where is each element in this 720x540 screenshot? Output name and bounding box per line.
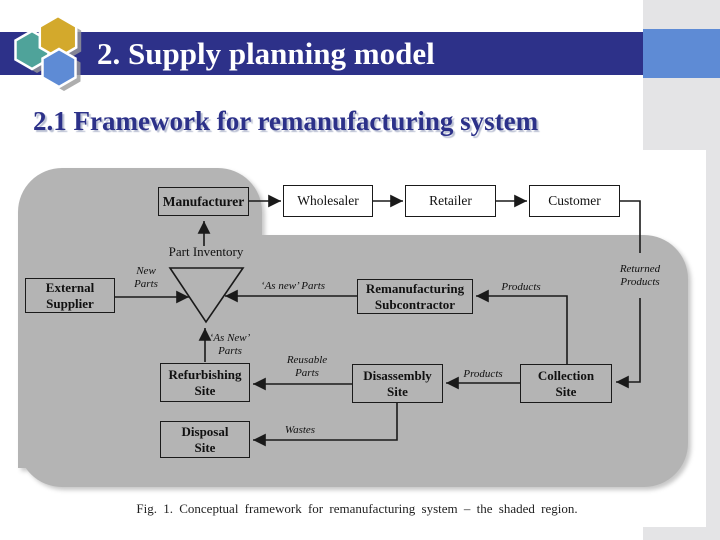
shaded-region-body bbox=[18, 235, 688, 487]
figure-image: Manufacturer Wholesaler Retailer Custome… bbox=[8, 150, 706, 527]
node-refurbishing-site: Refurbishing Site bbox=[160, 363, 250, 402]
label-part-inventory: Part Inventory bbox=[168, 244, 244, 259]
shaded-region bbox=[8, 150, 706, 527]
node-customer: Customer bbox=[529, 185, 620, 217]
flow-arrows bbox=[115, 194, 641, 447]
node-wholesaler: Wholesaler bbox=[283, 185, 373, 217]
label-products-to-disassembly: Products bbox=[463, 368, 503, 380]
accent-square bbox=[643, 29, 720, 78]
slide-subtitle: 2.1 Framework for remanufacturing system bbox=[33, 106, 539, 136]
label-reusable-parts: Reusable Parts bbox=[286, 354, 328, 379]
node-disassembly-site: Disassembly Site bbox=[352, 364, 443, 403]
blue-hexagon-icon bbox=[41, 47, 77, 89]
node-retailer: Retailer bbox=[405, 185, 496, 217]
figure-caption: Fig. 1. Conceptual framework for remanuf… bbox=[136, 501, 578, 516]
node-collection-site: Collection Site bbox=[520, 364, 612, 403]
label-returned-products: Returned Products bbox=[619, 263, 661, 288]
inventory-triangle-icon bbox=[168, 267, 245, 324]
title-bar bbox=[0, 32, 643, 75]
label-products-to-remanufacturing: Products bbox=[501, 281, 541, 293]
node-disposal-site: Disposal Site bbox=[160, 421, 250, 458]
label-as-new-parts-up: ‘As New’ Parts bbox=[209, 332, 251, 357]
node-manufacturer: Manufacturer bbox=[158, 187, 249, 216]
hexagon-logo-icon bbox=[14, 14, 82, 91]
label-wastes: Wastes bbox=[284, 424, 316, 436]
node-external-supplier: External Supplier bbox=[25, 278, 115, 313]
label-as-new-parts-in: ‘As new’ Parts bbox=[260, 280, 326, 292]
slide-title: 2. Supply planning model bbox=[97, 36, 435, 71]
node-remanufacturing-subcontractor: Remanufacturing Subcontractor bbox=[357, 279, 473, 314]
label-new-parts: New Parts bbox=[134, 265, 158, 290]
